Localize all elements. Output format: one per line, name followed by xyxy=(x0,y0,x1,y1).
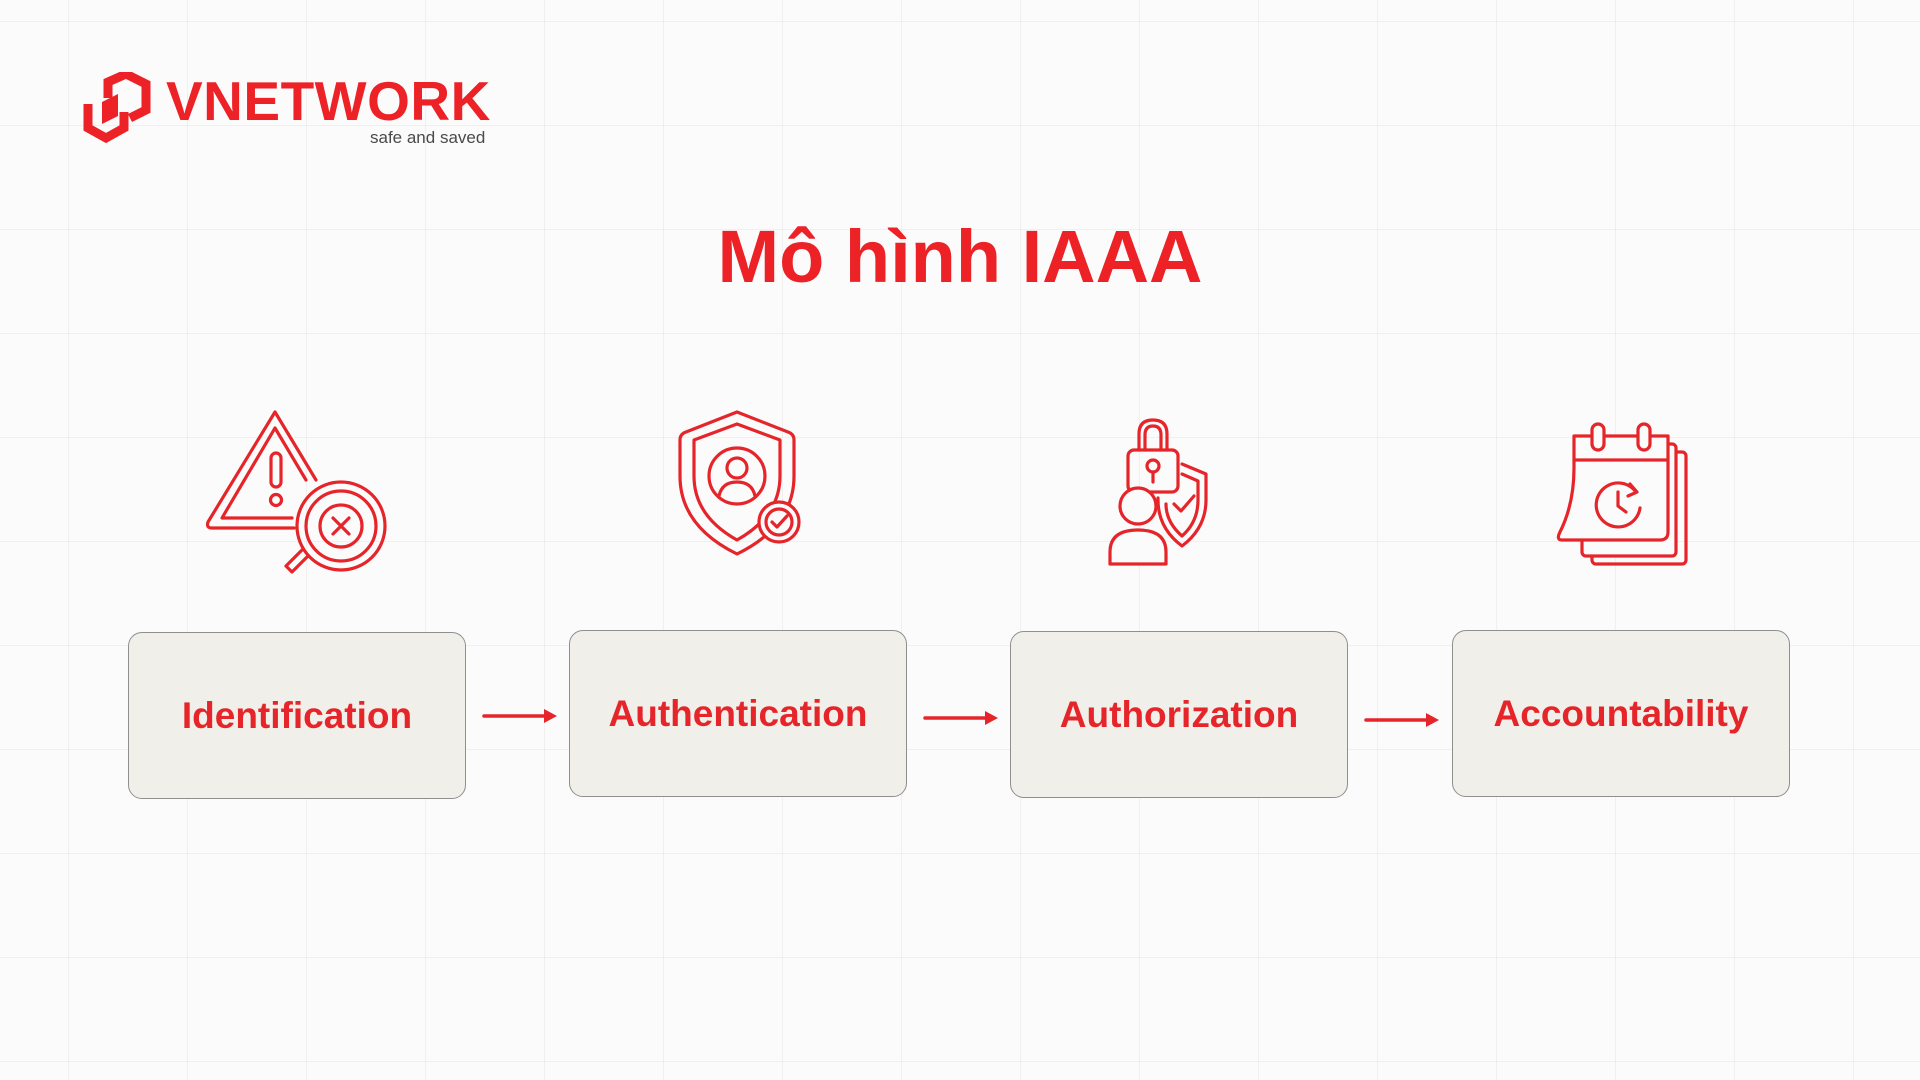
user-lock-shield-icon xyxy=(1082,408,1272,578)
brand-logo: VNETWORK safe and saved xyxy=(82,68,502,152)
shield-user-check-icon xyxy=(642,408,832,578)
step-authentication: Authentication xyxy=(569,630,907,797)
vnetwork-logo-icon xyxy=(83,72,151,144)
step-identification: Identification xyxy=(128,632,466,799)
flow-arrow xyxy=(923,710,999,726)
step-authorization: Authorization xyxy=(1010,631,1348,798)
step-label: Identification xyxy=(181,694,413,736)
brand-name: VNETWORK xyxy=(166,70,491,132)
calendar-clock-icon xyxy=(1522,408,1712,578)
step-label: Authorization xyxy=(1059,693,1299,735)
warning-search-icon xyxy=(202,408,392,578)
step-label: Authentication xyxy=(608,692,868,734)
flow-arrow xyxy=(482,708,558,724)
flow-arrow xyxy=(1364,712,1440,728)
page-title: Mô hình IAAA xyxy=(717,215,1203,298)
step-label: Accountability xyxy=(1493,692,1749,734)
step-accountability: Accountability xyxy=(1452,630,1790,797)
brand-tagline: safe and saved xyxy=(370,128,486,147)
